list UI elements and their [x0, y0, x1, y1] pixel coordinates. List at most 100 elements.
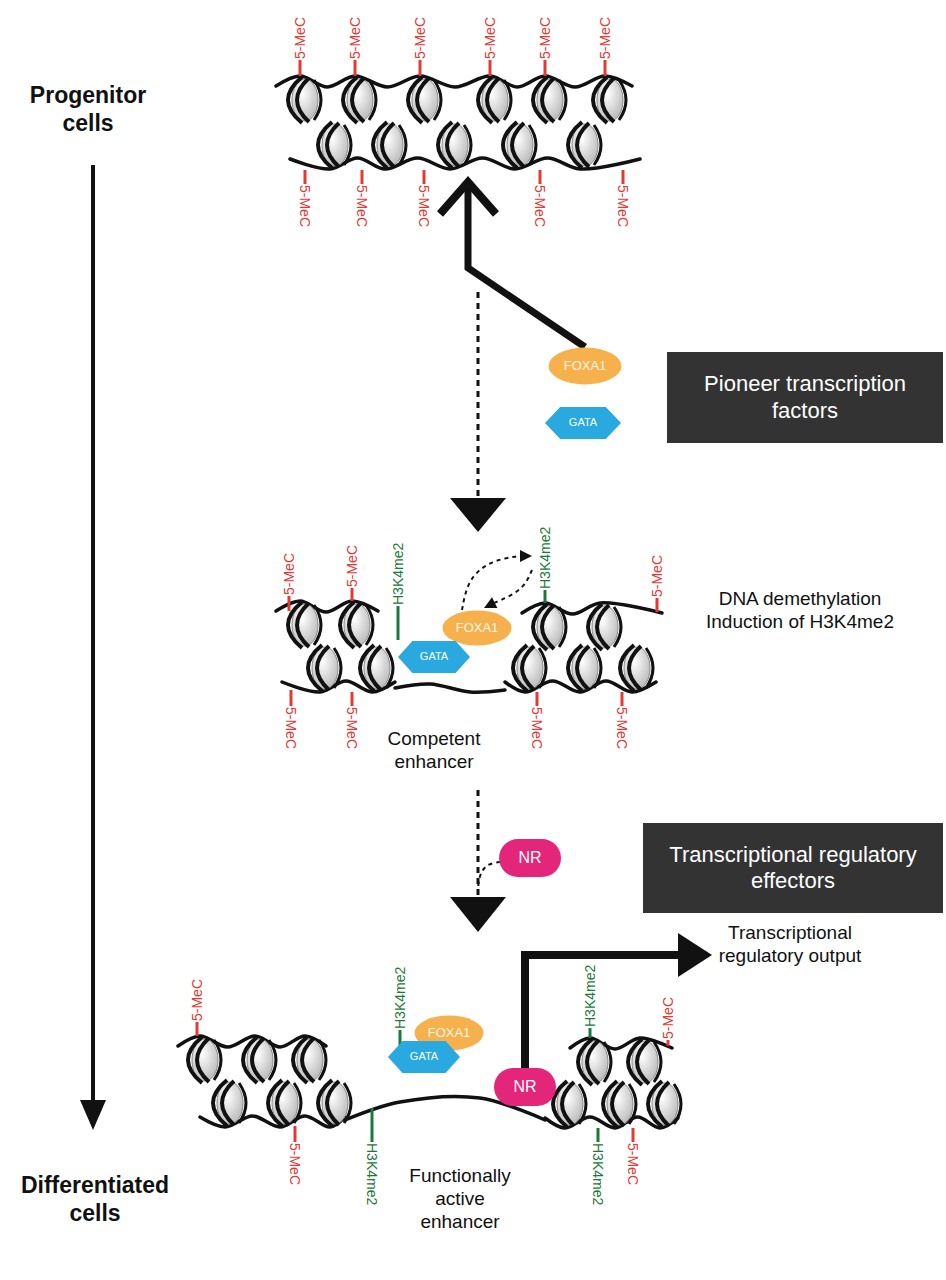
annotation-text: Functionally active enhancer	[400, 1165, 520, 1233]
dna-wrap	[597, 605, 609, 649]
dna-wrap	[637, 1040, 649, 1084]
dna-wrap	[559, 607, 566, 647]
factor-name: FOXA1	[564, 358, 607, 374]
dna-wrap	[629, 1084, 636, 1124]
arrow-head	[520, 550, 532, 562]
methylation-tick	[361, 170, 364, 184]
nucleosome	[588, 604, 621, 650]
dna-wrap	[614, 607, 621, 647]
dna-wrap	[654, 1042, 661, 1082]
dna-wrap	[294, 1083, 301, 1123]
dna-wrap	[314, 605, 321, 645]
methylation-label: 5-MeC	[483, 17, 497, 59]
dna-fiber	[276, 76, 632, 87]
methylation-label: 5-MeC	[616, 185, 630, 227]
dna-wrap	[646, 648, 653, 688]
artwork	[80, 60, 712, 1142]
dashed-arrow	[477, 790, 480, 897]
methylation-tick	[423, 170, 426, 184]
methylation-label: 5-MeC	[417, 185, 431, 227]
dashed-curve	[478, 862, 500, 890]
factor-name: GATA	[410, 1050, 438, 1063]
nucleosome	[343, 77, 376, 123]
factor-outline	[549, 348, 622, 385]
dna-wrap	[559, 80, 566, 120]
dna-wrap	[239, 1083, 246, 1123]
dna-wrap	[317, 646, 329, 690]
methylation-tick	[621, 692, 624, 706]
dna-wrap	[612, 1082, 624, 1126]
time-axis	[91, 165, 95, 1104]
histone-mark-tick	[589, 1028, 592, 1038]
nucleosome	[568, 645, 601, 691]
chevron-head	[440, 182, 496, 214]
dna-wrap	[577, 123, 589, 167]
dna-wrap	[399, 125, 406, 165]
methylation-label: 5-MeC	[650, 555, 664, 597]
methylation-label: 5-MeC	[348, 17, 362, 59]
methylation-label: 5-MeC	[626, 1143, 640, 1185]
dna-wrap	[344, 125, 351, 165]
nucleosome	[438, 122, 471, 168]
dna-wrap	[214, 1040, 221, 1080]
factor-name: GATA	[569, 416, 597, 429]
methylation-label: 5-MeC	[293, 17, 307, 59]
nucleosome	[553, 1081, 586, 1127]
arrow-head	[450, 897, 506, 932]
methylation-label: 5-MeC	[413, 17, 427, 59]
dna-wrap	[417, 78, 429, 122]
arrow-head	[80, 1100, 106, 1130]
dna-wrap	[297, 603, 309, 647]
methylation-label: 5-MeC	[345, 707, 359, 749]
methylation-label: 5-MeC	[190, 979, 204, 1021]
nucleosome	[503, 122, 536, 168]
factor-class-box: Pioneer transcription factors	[667, 352, 943, 443]
foxa1-factor: FOXA1	[442, 610, 512, 646]
nucleosome	[478, 77, 511, 123]
dna-wrap	[522, 646, 534, 690]
dna-wrap	[562, 1082, 574, 1126]
nucleosome	[268, 1080, 301, 1126]
dna-wrap	[382, 123, 394, 167]
dna-wrap	[327, 1081, 339, 1125]
dna-wrap	[434, 80, 441, 120]
dna-wrap	[594, 648, 601, 688]
nucleosome	[603, 1081, 636, 1127]
dashed-curve	[462, 556, 520, 610]
histone-mark-label: H3K4me2	[393, 967, 407, 1029]
dna-wrap	[594, 125, 601, 165]
dna-wrap	[447, 123, 459, 167]
arrow-head	[484, 597, 497, 608]
dna-wrap	[369, 646, 381, 690]
methylation-tick	[196, 1022, 199, 1036]
histone-mark-label: H3K4me2	[583, 965, 597, 1027]
dna-wrap	[222, 1081, 234, 1125]
nucleosome	[533, 604, 566, 650]
nucleosome	[188, 1037, 221, 1083]
nucleosome	[628, 1039, 661, 1085]
histone-mark-tick	[597, 1128, 600, 1142]
dna-wrap	[369, 80, 376, 120]
factor-name: FOXA1	[456, 620, 499, 636]
methylation-label: 5-MeC	[615, 707, 629, 749]
dna-wrap	[674, 1084, 681, 1124]
factor-name: GATA	[420, 650, 448, 663]
dna-wrap	[314, 80, 321, 120]
nucleosome	[408, 77, 441, 123]
arrow-head	[678, 933, 712, 977]
stage-label: Progenitor cells	[13, 82, 163, 137]
factor-class-box: Transcriptional regulatory effectors	[643, 823, 943, 913]
dna-wrap	[366, 605, 373, 645]
dashed-arrow	[477, 292, 480, 498]
dna-wrap	[487, 78, 499, 122]
histone-mark-label: H3K4me2	[391, 543, 405, 605]
histone-mark-tick	[371, 1108, 374, 1142]
factor-name: NR	[513, 1077, 536, 1096]
methylation-label: 5-MeC	[298, 185, 312, 227]
dna-wrap	[464, 125, 471, 165]
dna-wrap	[197, 1038, 209, 1082]
nucleosome	[308, 645, 341, 691]
dna-wrap	[619, 80, 626, 120]
dna-wrap	[512, 123, 524, 167]
methylation-tick	[351, 588, 354, 601]
